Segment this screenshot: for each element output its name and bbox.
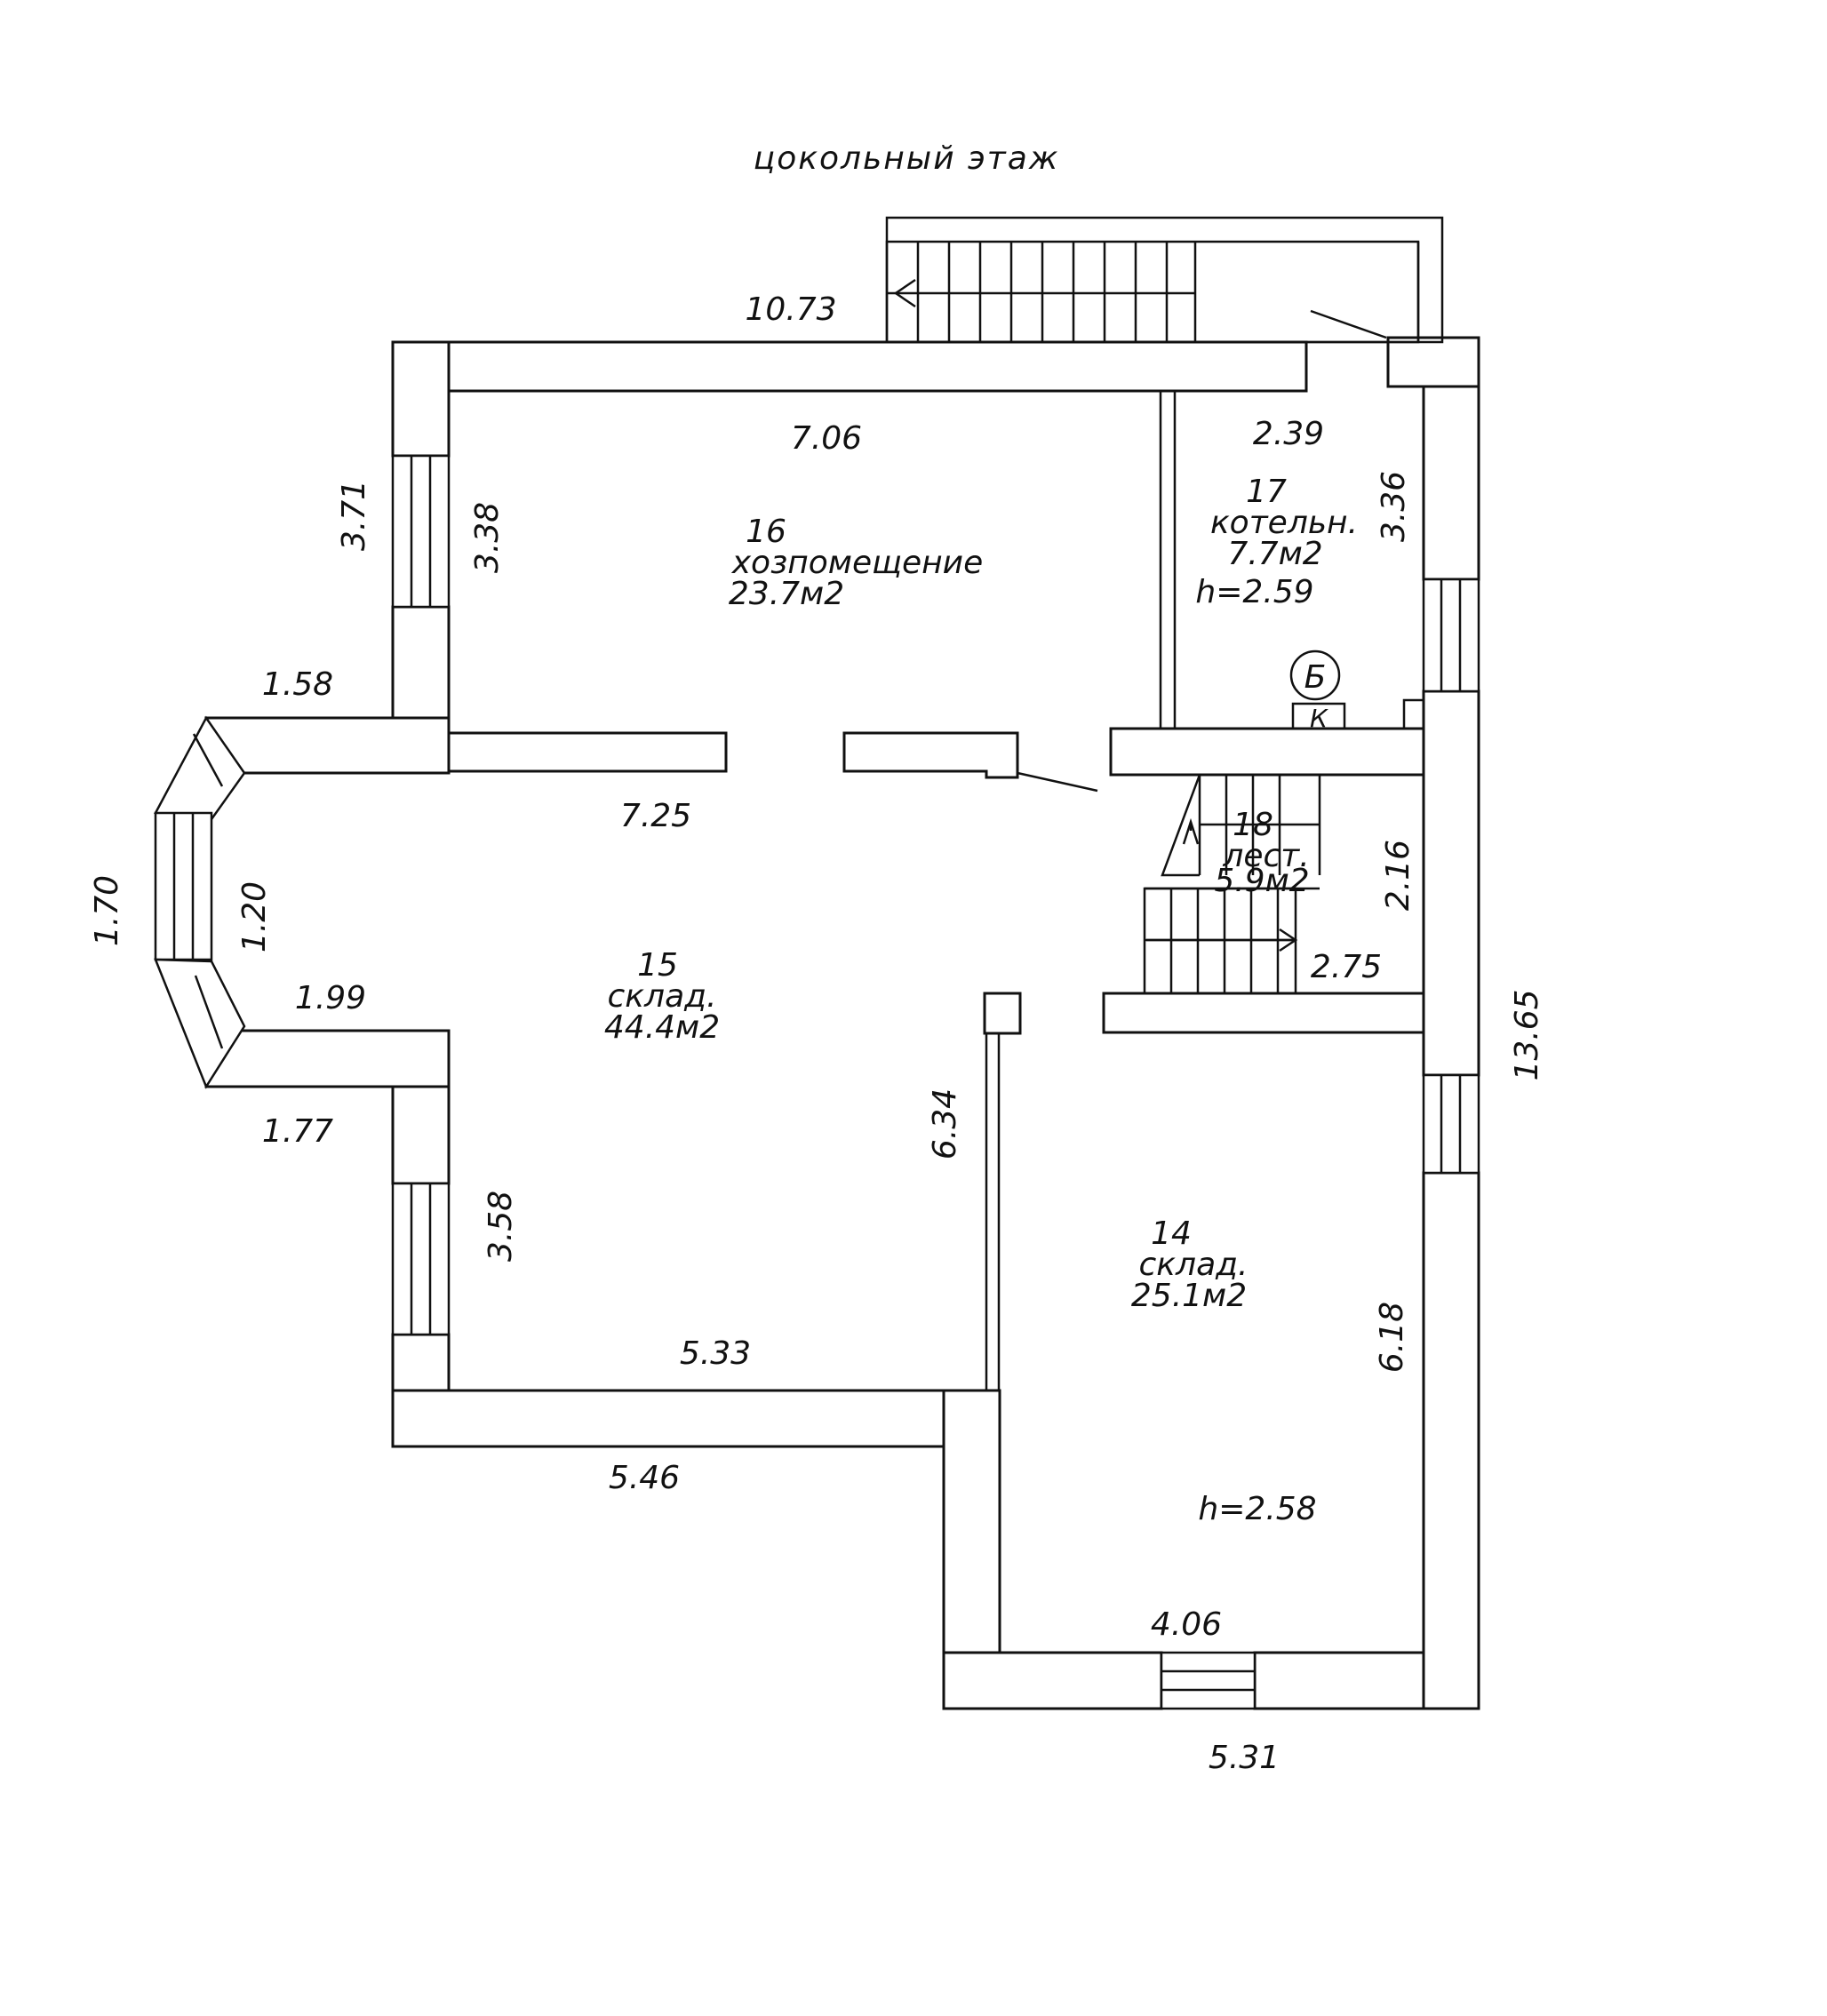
room-18-area: 5.9м2 <box>1214 863 1309 899</box>
window-left-lower <box>391 1182 451 1336</box>
right-wall-c <box>1422 1171 1480 1710</box>
dim-left-lower-inner: 3.58 <box>483 1191 519 1262</box>
partition-15-16-right <box>842 731 1019 779</box>
dim-r17-width: 2.39 <box>1253 416 1324 452</box>
door-swing-15-16 <box>1017 771 1098 793</box>
bay-window-middle <box>154 811 213 961</box>
dim-stair-depth: 2.16 <box>1380 840 1416 911</box>
window-right-upper <box>1422 578 1480 693</box>
dim-bay-window: 1.20 <box>236 881 273 952</box>
room-15: 15 склад. 44.4м2 <box>604 947 720 1046</box>
room-17: 17 котельн. 7.7м2 h=2.59 <box>1195 474 1358 610</box>
dim-partition: 6.34 <box>927 1088 963 1159</box>
boiler-box <box>1291 702 1346 730</box>
plan-title: цокольный этаж <box>754 140 1060 177</box>
dim-r16-width: 7.06 <box>791 420 862 457</box>
dim-bay-height: 1.70 <box>89 875 125 946</box>
door-swing-entrance <box>1310 309 1387 339</box>
room-14: 14 склад. 25.1м2 h=2.58 <box>1131 1215 1317 1527</box>
dimensions: 10.73 7.06 2.39 3.71 3.38 3.36 1.58 7.25… <box>89 291 1545 1776</box>
dim-r15-bottom: 5.33 <box>680 1335 751 1372</box>
room-17-area: 7.7м2 <box>1227 536 1322 572</box>
bottom-wall-a <box>942 1651 1163 1710</box>
window-right-lower <box>1422 1073 1480 1175</box>
room-16-area: 23.7м2 <box>729 576 844 612</box>
exterior-walls <box>204 336 1480 1710</box>
dim-bottom-left: 5.46 <box>609 1460 680 1496</box>
bay-upper-wall <box>204 716 451 775</box>
partition-18-14 <box>1102 992 1425 1034</box>
bay-lower-wall <box>204 1029 451 1088</box>
interior-walls <box>447 389 1425 1392</box>
room-15-number: 15 <box>637 947 678 984</box>
room-18: 18 лест. 5.9м2 <box>1214 807 1309 899</box>
dim-corridor: 7.25 <box>620 798 691 834</box>
partition-17-18 <box>1109 727 1425 777</box>
partition-16-17 <box>1159 389 1177 730</box>
dim-top-total: 10.73 <box>745 291 836 328</box>
right-wall-cap <box>1386 336 1480 388</box>
right-wall-b <box>1422 689 1480 1077</box>
room-14-name: склад. <box>1139 1247 1249 1283</box>
axis-marker-circle <box>1289 649 1341 701</box>
dim-left-upper-inner: 3.38 <box>469 502 506 573</box>
dim-r14-depth: 6.18 <box>1374 1302 1410 1373</box>
room-18-number: 18 <box>1233 807 1273 843</box>
room-14-area: 25.1м2 <box>1131 1278 1247 1314</box>
dim-stair-width: 2.75 <box>1311 949 1382 985</box>
room-17-number: 17 <box>1246 474 1287 510</box>
bay-window-lower <box>154 958 246 1089</box>
window-bottom <box>1160 1651 1257 1710</box>
exterior-stair <box>885 216 1444 344</box>
room-14-height: h=2.58 <box>1198 1491 1316 1527</box>
partition-15-14 <box>985 1032 1001 1392</box>
bay-window <box>154 715 246 1089</box>
partition-15-16-left <box>447 731 728 773</box>
room-17-name: котельн. <box>1210 505 1358 541</box>
room-16-name: хозпомещение <box>731 545 983 581</box>
room-15-name: склад. <box>608 978 717 1015</box>
room-14-number: 14 <box>1151 1215 1192 1252</box>
room-15-area: 44.4м2 <box>604 1009 720 1046</box>
interior-stair <box>1143 773 1321 995</box>
room-16-number: 16 <box>746 514 786 550</box>
room-18-name: лест. <box>1222 838 1309 874</box>
dim-left-upper-outer: 3.71 <box>336 480 372 551</box>
window-left-upper <box>391 454 451 609</box>
dim-bay-bottom: 1.77 <box>262 1113 333 1150</box>
dim-bay-lower: 1.99 <box>295 980 366 1016</box>
dim-right-total: 13.65 <box>1509 989 1545 1080</box>
dim-bottom-right: 5.31 <box>1209 1740 1280 1776</box>
axis-marker-label: Б <box>1304 659 1327 696</box>
dim-r17-depth: 3.36 <box>1376 471 1412 542</box>
windows <box>391 454 1480 1710</box>
boiler-label: К <box>1310 704 1328 733</box>
room-16: 16 хозпомещение 23.7м2 <box>729 514 983 612</box>
left-wall-upper-a <box>391 340 451 458</box>
room-17-height: h=2.59 <box>1195 574 1313 610</box>
top-wall <box>391 340 1308 393</box>
dim-bay-upper: 1.58 <box>262 666 333 703</box>
bottom-left-wall <box>391 1389 1001 1448</box>
column <box>983 992 1022 1035</box>
boiler-niche <box>1402 698 1425 730</box>
dim-r14-width: 4.06 <box>1151 1606 1222 1643</box>
